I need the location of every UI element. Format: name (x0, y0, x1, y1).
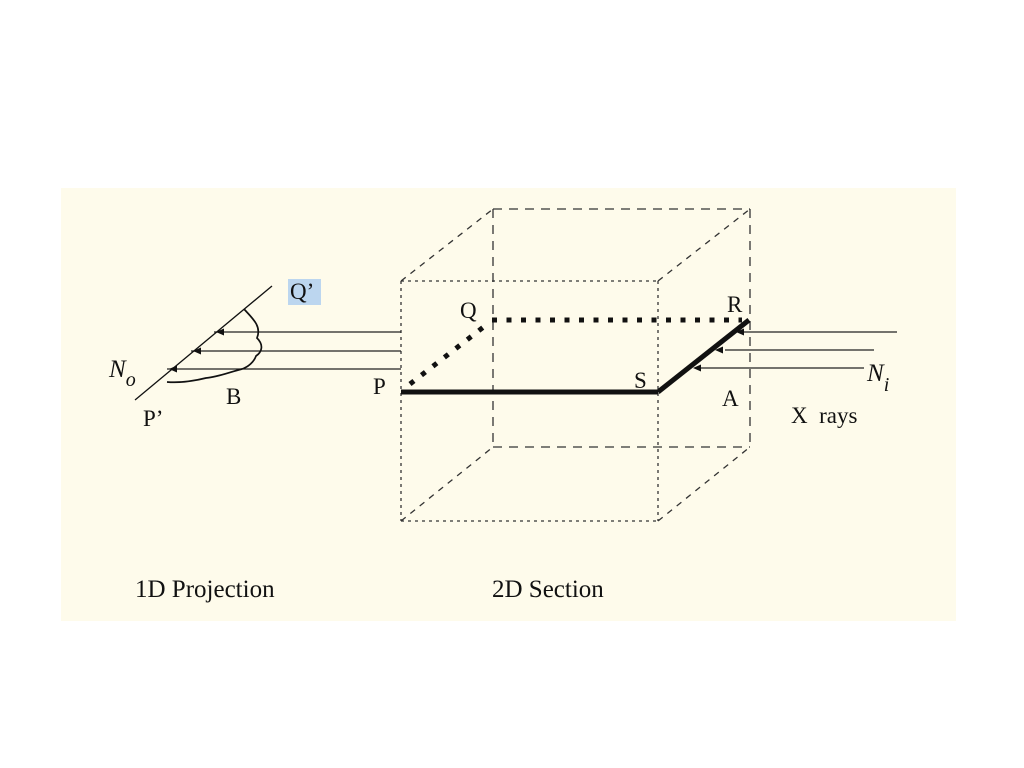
label-b: B (226, 384, 241, 409)
projection-profile (166, 308, 263, 384)
label-n-i-main: N (866, 360, 885, 387)
outgoing-rays (167, 331, 401, 370)
cube-back-face (492, 208, 751, 448)
caption-2d-section: 2D Section (492, 576, 604, 603)
cube-outline (400, 208, 751, 522)
section-dotted-pq (408, 320, 492, 386)
caption-1d-projection: 1D Projection (135, 576, 275, 603)
cube-front-face (400, 280, 659, 522)
label-x-rays: X rays (791, 403, 857, 428)
label-s: S (634, 368, 647, 393)
label-p-prime: P’ (143, 406, 163, 431)
label-n-i: Ni (866, 360, 889, 396)
q-prime-highlight (288, 279, 321, 305)
label-n-o-main: N (108, 356, 127, 383)
section-line-sr (656, 318, 751, 394)
label-n-o: No (108, 356, 136, 391)
cube-depth-edges (400, 208, 751, 522)
label-q: Q (460, 298, 477, 323)
incoming-rays (701, 331, 897, 369)
detector-line (134, 285, 273, 401)
label-a: A (722, 386, 739, 411)
panel-background (61, 188, 956, 621)
label-r: R (727, 292, 743, 317)
label-q-prime: Q’ (290, 279, 314, 304)
label-p: P (373, 374, 386, 399)
label-n-o-sub: o (126, 369, 136, 391)
incoming-ray-arrows (693, 328, 744, 372)
label-n-i-sub: i (884, 374, 890, 396)
